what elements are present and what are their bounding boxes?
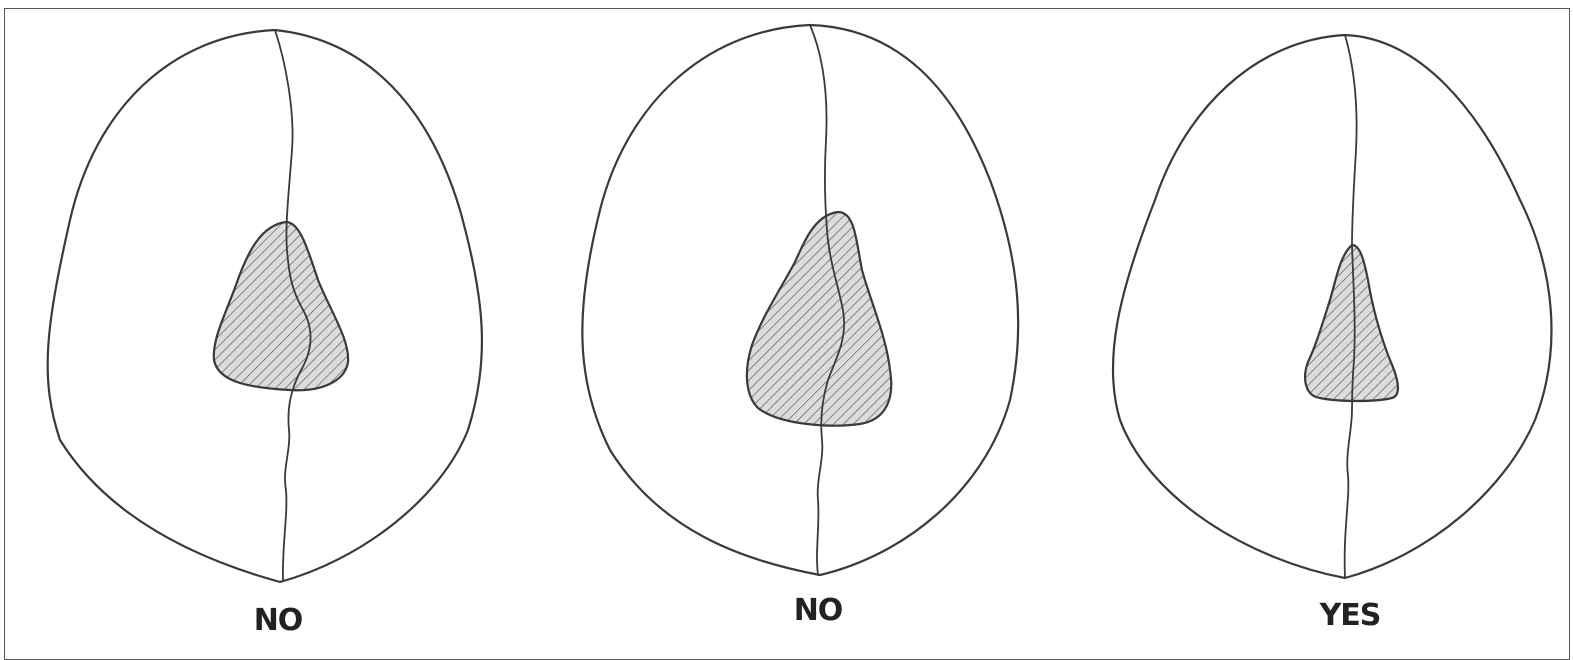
panel-2-label: NO <box>794 593 843 628</box>
lesion-2 <box>747 212 891 426</box>
panel-3-label: YES <box>1319 598 1381 633</box>
lesion-1 <box>214 222 348 390</box>
panel-1-label: NO <box>254 603 303 638</box>
panel-3 <box>1113 35 1552 578</box>
panel-1 <box>48 30 482 582</box>
lesion-3 <box>1305 245 1398 401</box>
panel-2 <box>582 25 1018 575</box>
